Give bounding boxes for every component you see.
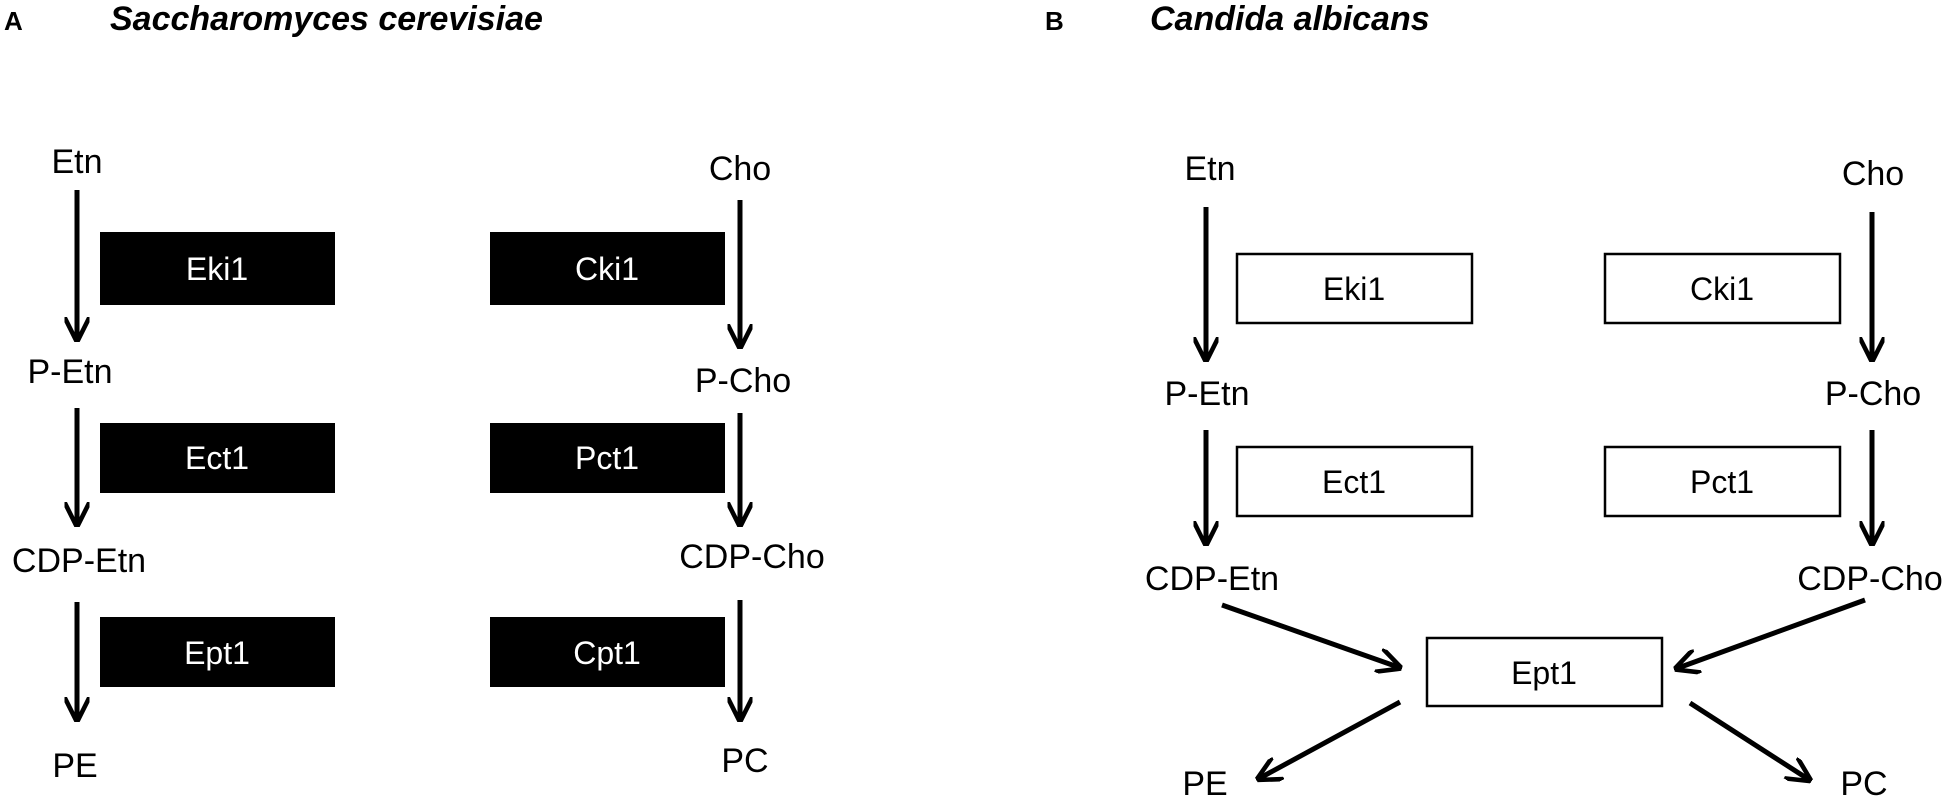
metabolite-cho: Cho — [709, 150, 771, 188]
metabolite-cdp-etn-b: CDP-Etn — [1145, 560, 1279, 598]
enzyme-label-ect1-b: Ect1 — [1322, 464, 1386, 500]
enzyme-box-pct1-b — [1603, 445, 1842, 518]
metabolite-p-etn: P-Etn — [27, 353, 112, 391]
metabolite-p-cho-b: P-Cho — [1825, 375, 1921, 413]
enzyme-box-eki1-b — [1235, 252, 1474, 325]
enzyme-label-ect1: Ect1 — [185, 440, 249, 476]
panel-b-species-title: Candida albicans — [1150, 0, 1430, 38]
metabolite-pc: PC — [721, 742, 768, 780]
enzyme-box-ect1-b — [1235, 445, 1474, 518]
metabolite-etn: Etn — [51, 143, 102, 181]
panel-a-letter: A — [4, 6, 23, 36]
arrow-cdp-cho-to-ept1 — [1678, 597, 1866, 668]
enzyme-box-cki1-b — [1603, 252, 1842, 325]
enzyme-label-eki1: Eki1 — [186, 251, 248, 287]
panel-b-letter: B — [1045, 6, 1064, 36]
enzyme-label-pct1: Pct1 — [575, 440, 639, 476]
enzyme-box-ept1-b — [1425, 636, 1664, 708]
arrow-ept1-to-pe — [1260, 699, 1402, 778]
panel-a-species-title: Saccharomyces cerevisiae — [110, 0, 543, 38]
enzyme-label-ept1-b: Ept1 — [1511, 655, 1577, 691]
metabolite-cdp-cho-b: CDP-Cho — [1797, 560, 1942, 598]
enzyme-box-cki1 — [490, 232, 725, 305]
panel-a: A Saccharomyces cerevisiae Etn Eki1 P-Et… — [4, 0, 825, 785]
metabolite-etn-b: Etn — [1184, 150, 1235, 188]
metabolite-p-etn-b: P-Etn — [1164, 375, 1249, 413]
enzyme-box-cpt1 — [490, 617, 725, 687]
enzyme-box-ept1 — [100, 617, 335, 687]
metabolite-pe-b: PE — [1182, 765, 1227, 803]
panel-b: B Candida albicans Etn Eki1 P-Etn Ect1 C… — [1045, 0, 1943, 803]
arrow-cdp-etn-to-ept1 — [1221, 602, 1398, 667]
metabolite-cdp-cho: CDP-Cho — [679, 538, 824, 576]
enzyme-box-pct1 — [490, 423, 725, 493]
arrow-ept1-to-pc — [1688, 700, 1808, 779]
metabolite-pc-b: PC — [1840, 765, 1887, 803]
enzyme-label-cki1-b: Cki1 — [1690, 271, 1754, 307]
enzyme-box-ect1 — [100, 423, 335, 493]
enzyme-label-eki1-b: Eki1 — [1323, 271, 1385, 307]
enzyme-box-eki1 — [100, 232, 335, 305]
metabolite-cdp-etn: CDP-Etn — [12, 542, 146, 580]
enzyme-label-pct1-b: Pct1 — [1690, 464, 1754, 500]
metabolite-p-cho: P-Cho — [695, 362, 791, 400]
metabolite-pe: PE — [52, 747, 97, 785]
enzyme-label-cki1: Cki1 — [575, 251, 639, 287]
enzyme-label-ept1: Ept1 — [184, 635, 250, 671]
enzyme-label-cpt1: Cpt1 — [573, 635, 641, 671]
metabolite-cho-b: Cho — [1842, 155, 1904, 193]
